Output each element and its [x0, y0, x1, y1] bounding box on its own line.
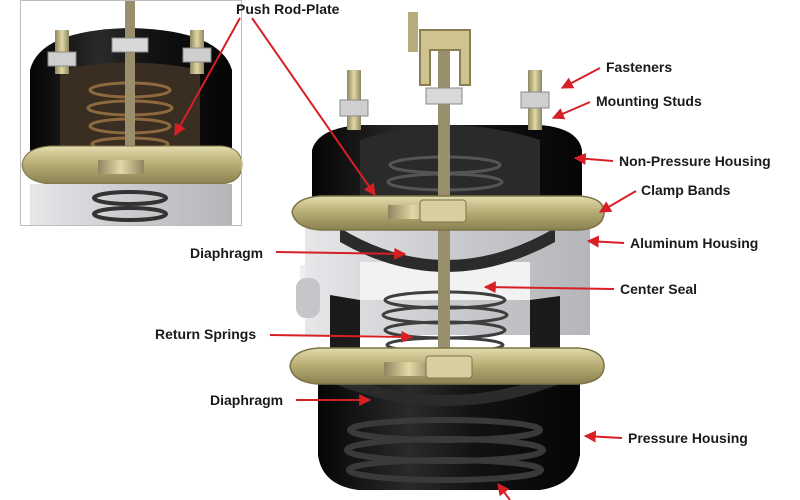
inset-band-bolt	[98, 160, 144, 174]
inset-stud-nut-left	[47, 51, 77, 67]
main-chamber	[289, 12, 605, 490]
arrow-non-pressure-housing	[573, 152, 614, 165]
callout-arrows	[174, 17, 637, 500]
arrow-bottom	[497, 483, 511, 500]
lower-band-bolt	[384, 362, 434, 376]
lower-black-section-right	[530, 296, 560, 352]
lower-diaphragm-shape	[330, 370, 565, 406]
inset-rod-nut	[111, 37, 149, 53]
label-return-springs: Return Springs	[155, 326, 257, 342]
arrow-diaphragm-upper	[275, 247, 407, 260]
arrow-clamp-bands	[598, 190, 637, 213]
label-fasteners: Fasteners	[606, 59, 673, 75]
label-aluminum-housing: Aluminum Housing	[630, 235, 759, 251]
arrow-mounting-studs	[551, 101, 591, 120]
upper-diaphragm-shape	[340, 228, 555, 272]
label-diaphragm-lower: Diaphragm	[210, 392, 284, 408]
label-push-rod-plate: Push Rod-Plate	[236, 1, 340, 17]
inset-closeup	[20, 0, 243, 226]
inset-push-rod	[125, 0, 135, 160]
clevis-fork	[419, 29, 471, 86]
stud-nut-right	[520, 91, 550, 109]
clevis-pin	[408, 12, 418, 52]
arrow-push-rod-plate-inset	[174, 17, 241, 137]
label-center-seal: Center Seal	[620, 281, 698, 297]
lower-band-nut	[425, 355, 473, 379]
upper-band-nut	[419, 199, 467, 223]
arrow-fasteners	[560, 67, 601, 89]
lower-black-section	[330, 295, 360, 352]
label-non-pressure-housing: Non-Pressure Housing	[619, 153, 771, 169]
label-clamp-bands: Clamp Bands	[641, 182, 731, 198]
aluminum-port	[296, 278, 320, 318]
arrow-center-seal	[483, 281, 615, 294]
label-pressure-housing: Pressure Housing	[628, 430, 748, 446]
arrow-aluminum-housing	[586, 235, 625, 248]
push-rod-nut	[425, 87, 463, 105]
arrow-return-springs	[269, 330, 414, 343]
arrow-push-rod-plate-main	[251, 17, 376, 196]
label-mounting-studs: Mounting Studs	[596, 93, 702, 109]
inset-lower-spring	[92, 190, 168, 222]
arrow-pressure-housing	[583, 430, 623, 443]
label-diaphragm-upper: Diaphragm	[190, 245, 264, 261]
inset-stud-nut-right	[182, 47, 212, 63]
main-spring-lower	[344, 417, 546, 483]
stud-nut-left	[339, 99, 369, 117]
